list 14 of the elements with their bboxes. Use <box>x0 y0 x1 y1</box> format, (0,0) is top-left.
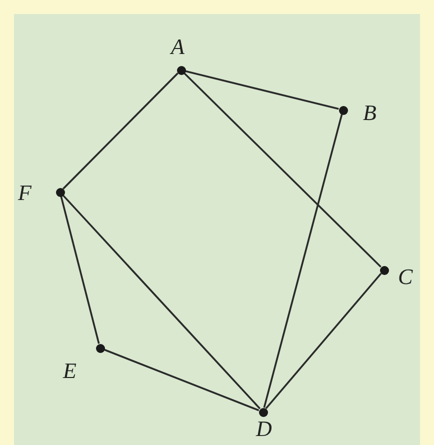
graph-edge <box>263 114 343 408</box>
vertex-label: E <box>63 360 76 382</box>
graph-edge <box>184 72 382 268</box>
graph-edge <box>62 194 261 410</box>
graph-edge <box>185 70 339 110</box>
vertex-label: C <box>398 266 413 288</box>
graph-edge <box>62 72 178 190</box>
graph-edge <box>104 348 260 412</box>
graph-edge <box>60 196 100 344</box>
vertex-label: A <box>171 36 184 58</box>
vertex-label: F <box>18 182 32 204</box>
vertex-label: D <box>256 418 272 440</box>
vertex-label: B <box>363 102 376 124</box>
graph-edge <box>265 272 382 410</box>
